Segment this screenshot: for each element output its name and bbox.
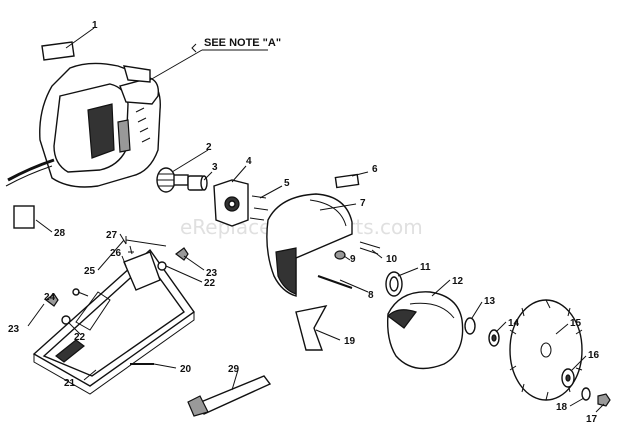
- leader-lines: [27, 27, 605, 413]
- base-hardware-parts: [45, 236, 189, 325]
- bearing-part: [187, 175, 208, 191]
- gear-housing-part: [213, 179, 249, 227]
- motor-housing-part: [5, 41, 161, 188]
- callout-25: 25: [84, 266, 96, 277]
- callout-27: 27: [106, 230, 118, 241]
- callout-16: 16: [588, 350, 600, 361]
- callout-3: 3: [212, 162, 218, 173]
- callout-13: 13: [484, 296, 496, 307]
- wrench-part: [187, 375, 272, 417]
- callout-11: 11: [420, 262, 431, 273]
- callout-8: 8: [368, 290, 374, 301]
- callout-22a: 22: [204, 278, 216, 289]
- callout-23b: 23: [8, 324, 20, 335]
- base-plate-part: [32, 248, 195, 395]
- callout-5: 5: [284, 178, 290, 189]
- callout-4: 4: [246, 156, 252, 167]
- label-part-19: [295, 305, 328, 351]
- callout-22b: 22: [74, 332, 86, 343]
- callout-28: 28: [54, 228, 66, 239]
- callout-labels: 1 2 3 4 5 6 7 8 9 10 11 12 13 14 15 16 1…: [8, 20, 600, 425]
- washer-parts-13-14: [464, 317, 500, 347]
- lower-guard-part: [386, 291, 464, 370]
- callout-6: 6: [372, 164, 378, 175]
- callout-21: 21: [64, 378, 76, 389]
- upper-guard-part: [266, 193, 353, 297]
- washer-ring-part: [385, 271, 403, 297]
- blade-clamp-parts-16-17-18: [561, 368, 611, 407]
- hardware-parts-8-9-10: [317, 241, 381, 289]
- callout-9: 9: [350, 254, 356, 265]
- callout-20: 20: [180, 364, 192, 375]
- callout-18: 18: [556, 402, 568, 413]
- callout-7: 7: [360, 198, 366, 209]
- gear-part: [156, 167, 189, 193]
- label-part-6: [334, 173, 360, 189]
- callout-12: 12: [452, 276, 464, 287]
- callout-24: 24: [44, 292, 56, 303]
- callout-29: 29: [228, 364, 240, 375]
- see-note-label: SEE NOTE "A": [204, 37, 281, 49]
- callout-1: 1: [92, 20, 98, 31]
- callout-23a: 23: [206, 268, 218, 279]
- callout-26: 26: [110, 248, 122, 259]
- callout-15: 15: [570, 318, 582, 329]
- callout-2: 2: [206, 142, 212, 153]
- label-part-28: [13, 205, 35, 229]
- callout-19: 19: [344, 336, 356, 347]
- callout-14: 14: [508, 318, 520, 329]
- screws-part-5: [249, 195, 269, 221]
- callout-17: 17: [586, 414, 598, 425]
- callout-10: 10: [386, 254, 398, 265]
